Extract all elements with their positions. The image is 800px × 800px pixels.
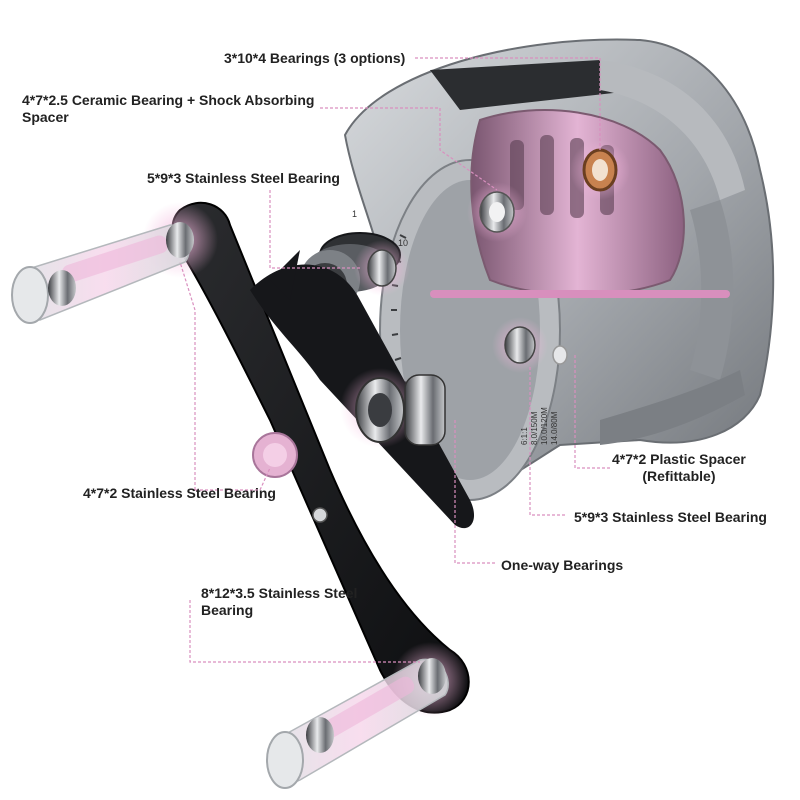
label-ceramic-bearing: 4*7*2.5 Ceramic Bearing + Shock Absorbin… <box>22 92 314 126</box>
lower-knob <box>266 642 468 789</box>
label-8-12-line1: 8*12*3.5 Stainless Steel <box>201 585 358 601</box>
dial-number-1: 1 <box>352 209 358 219</box>
label-4-7-2-stainless: 4*7*2 Stainless Steel Bearing <box>83 485 276 501</box>
label-3-10-4-bearings: 3*10*4 Bearings (3 options) <box>224 50 406 66</box>
spool-text-cap1: 8.0/150M <box>530 411 539 445</box>
label-8-12-line2: Bearing <box>201 602 254 618</box>
label-plastic-line1: 4*7*2 Plastic Spacer <box>612 451 746 467</box>
label-5-9-3-top: 5*9*3 Stainless Steel Bearing <box>147 170 340 186</box>
spool-engraving: 6:1:1 8.0/150M 10.0/120M 14.0/80M <box>520 407 560 445</box>
label-plastic-spacer: 4*7*2 Plastic Spacer (Refittable) <box>612 451 746 485</box>
label-ceramic-line2: Spacer <box>22 109 69 125</box>
label-ceramic-line1: 4*7*2.5 Ceramic Bearing + Shock Absorbin… <box>22 92 315 108</box>
label-one-way-bearings: One-way Bearings <box>501 557 624 573</box>
dial-number-10: 10 <box>398 238 409 248</box>
upper-knob <box>11 202 218 324</box>
spool-text-cap2: 10.0/120M <box>540 407 549 445</box>
label-5-9-3-bottom: 5*9*3 Stainless Steel Bearing <box>574 509 767 525</box>
label-8-12-3-5-bearing: 8*12*3.5 Stainless Steel Bearing <box>201 585 357 619</box>
leader-lines <box>179 57 610 663</box>
label-plastic-line2: (Refittable) <box>642 468 716 484</box>
spool-text-ratio: 6:1:1 <box>520 427 529 445</box>
bearing-markers <box>340 140 630 448</box>
spool-text-cap3: 14.0/80M <box>550 411 559 445</box>
